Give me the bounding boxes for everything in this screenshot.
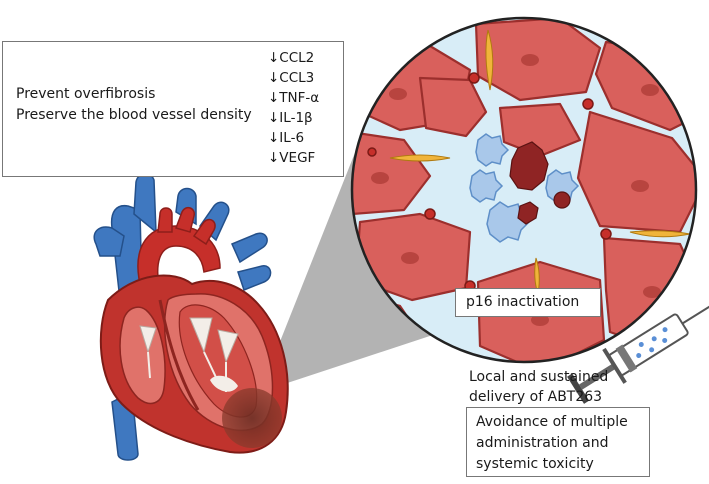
p16-label-box bbox=[455, 288, 601, 317]
avoidance-line1: Avoidance of multiple bbox=[476, 414, 628, 430]
cytokine-il-1beta: ↓IL-1β bbox=[268, 110, 313, 126]
effects-box bbox=[2, 41, 344, 177]
outcome-prevent-overfibrosis: Prevent overfibrosis bbox=[16, 86, 156, 102]
outcome-preserve-vessel-density: Preserve the blood vessel density bbox=[16, 107, 252, 123]
cytokine-vegf: ↓VEGF bbox=[268, 150, 316, 166]
heart-illustration bbox=[93, 172, 289, 461]
avoidance-box bbox=[466, 407, 650, 477]
delivery-label-line1: Local and sustained bbox=[469, 369, 609, 385]
cytokine-il-6: ↓IL-6 bbox=[268, 130, 305, 146]
zoom-cone bbox=[260, 140, 448, 392]
p16-label: p16 inactivation bbox=[466, 294, 580, 310]
delivery-label-line2: delivery of ABT263 bbox=[469, 389, 603, 405]
cytokine-ccl3: ↓CCL3 bbox=[268, 70, 315, 86]
cytokine-tnf-alpha: ↓TNF-α bbox=[268, 90, 320, 106]
avoidance-line2: administration and bbox=[476, 435, 609, 451]
cytokine-ccl2: ↓CCL2 bbox=[268, 50, 315, 66]
avoidance-line3: systemic toxicity bbox=[476, 456, 594, 472]
syringe-icon bbox=[567, 296, 709, 404]
